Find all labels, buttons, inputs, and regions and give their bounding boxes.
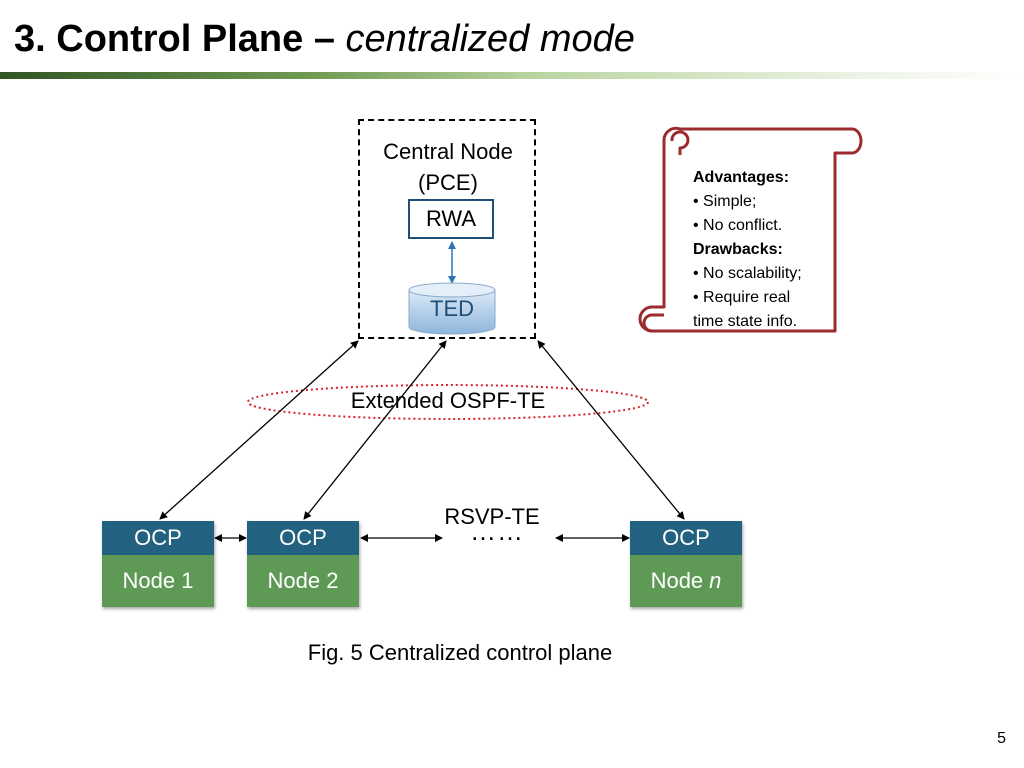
link-central-node2 xyxy=(303,340,447,520)
node-n-text: Node xyxy=(650,568,704,593)
central-node-title: Central Node xyxy=(383,139,513,164)
ted-database-icon xyxy=(408,282,496,335)
central-node-pce: (PCE) xyxy=(418,170,478,195)
drawback-item: • Require real xyxy=(693,289,791,306)
title-subtitle: centralized mode xyxy=(345,18,635,60)
node-1-ocp: OCP xyxy=(102,521,214,555)
node-n-ocp: OCP xyxy=(630,521,742,555)
link-central-noden xyxy=(537,340,685,520)
node-1: OCP Node 1 xyxy=(102,521,214,607)
advantage-item: • Simple; xyxy=(693,193,757,210)
title-main: 3. Control Plane – xyxy=(14,18,346,60)
node-n-suffix: n xyxy=(709,568,722,593)
drawback-item: • No scalability; xyxy=(693,265,802,282)
node-2-text: Node 2 xyxy=(267,568,339,593)
node-2-ocp: OCP xyxy=(247,521,359,555)
link-central-node1 xyxy=(159,340,359,520)
drawback-item-cont: time state info. xyxy=(693,313,798,330)
scroll-icon xyxy=(638,126,863,333)
slide-title: 3. Control Plane – centralized mode xyxy=(14,14,635,64)
node-2: OCP Node 2 xyxy=(247,521,359,607)
page-number: 5 xyxy=(997,730,1006,747)
node-2-label: Node 2 xyxy=(247,555,359,607)
advantages-heading: Advantages: xyxy=(693,169,790,186)
advantage-item: • No conflict. xyxy=(693,217,783,234)
central-node-box xyxy=(358,119,536,339)
drawbacks-heading: Drawbacks: xyxy=(693,241,783,258)
ted-label: TED xyxy=(430,296,474,321)
rwa-label: RWA xyxy=(425,206,477,231)
rsvp-te-label: RSVP-TE xyxy=(444,504,540,529)
ellipsis-dots: …… xyxy=(470,516,524,546)
central-node-label: Central Node (PCE) xyxy=(358,136,538,198)
figure-caption: Fig. 5 Centralized control plane xyxy=(307,640,613,665)
rwa-box: RWA xyxy=(408,199,494,239)
node-1-label: Node 1 xyxy=(102,555,214,607)
ospf-te-label: Extended OSPF-TE xyxy=(350,388,546,413)
node-1-text: Node 1 xyxy=(122,568,194,593)
pros-cons-text: Advantages: • Simple; • No conflict. Dra… xyxy=(693,166,843,334)
title-underline-bar xyxy=(0,72,1024,79)
